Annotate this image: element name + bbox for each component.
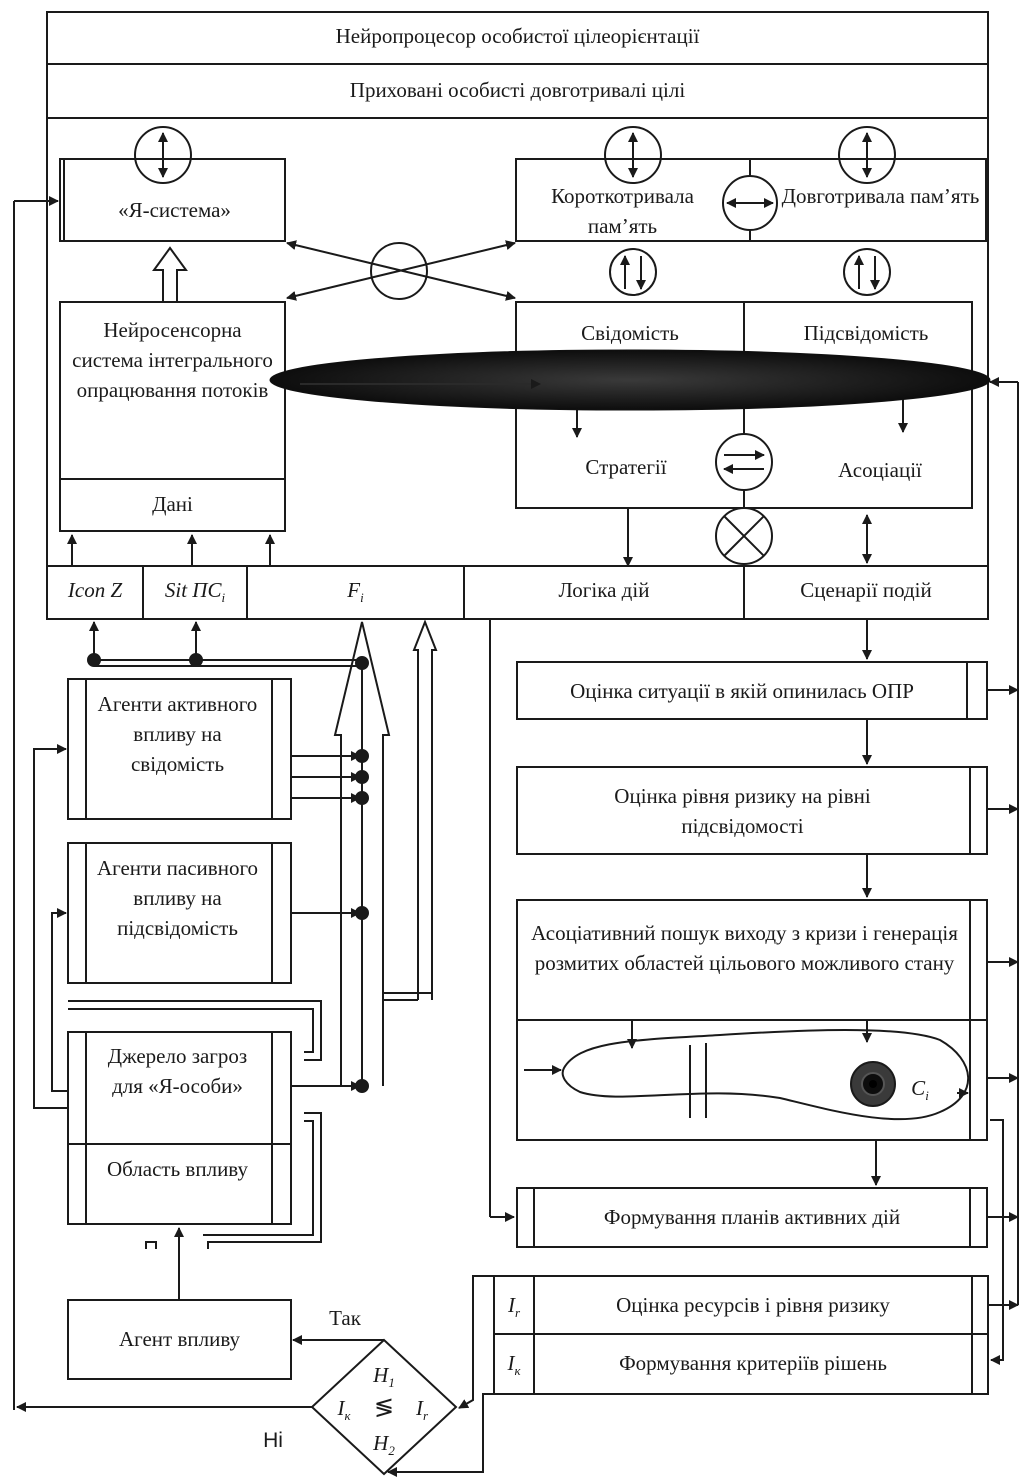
ir-decision-label: Ir xyxy=(415,1396,429,1424)
strategies-label: Стратегії xyxy=(585,455,667,479)
ik-label: Iк xyxy=(507,1351,521,1379)
ir-label: Ir xyxy=(507,1293,521,1321)
ik-decision-label: Iк xyxy=(337,1396,351,1424)
neurosensor-label: Нейросенсорна система інтегрального опра… xyxy=(72,318,273,402)
short-memory-label: Короткотривала пам’ять xyxy=(551,184,694,238)
neuroprocessor-outer xyxy=(46,11,989,620)
updown-circle-icon xyxy=(838,126,896,184)
h2-label: H2 xyxy=(373,1431,395,1459)
icon-z-label: Icon Z xyxy=(67,578,123,602)
criteria-label: Формування критеріїв рішень xyxy=(619,1351,887,1375)
assoc-search-label: Асоціативний пошук виходу з кризи і гене… xyxy=(531,921,958,975)
yes-label: Так xyxy=(329,1306,361,1330)
agents-active-box xyxy=(67,678,292,820)
sit-pc-label: Sit ПСi xyxy=(164,578,226,606)
data-label: Дані xyxy=(152,492,193,516)
fi-label: Fi xyxy=(347,578,364,606)
influence-agent-label: Агент впливу xyxy=(118,1327,241,1351)
ci-label: Ci xyxy=(911,1076,929,1104)
processor-title: Нейропроцесор особистої цілеорієнтації xyxy=(335,24,700,48)
agents-passive-label: Агенти пасивного впливу на підсвідомість xyxy=(96,856,259,940)
target-area-blob xyxy=(561,1029,970,1121)
integration-band xyxy=(269,349,991,411)
neurosensor-box xyxy=(59,301,286,532)
compare-operator: ≶ xyxy=(373,1395,395,1421)
risk-level-label: Оцінка рівня ризику на рівні підсвідомос… xyxy=(614,784,871,838)
updown-split-icon xyxy=(843,248,891,296)
long-memory-label: Довготривала пам’ять xyxy=(781,184,980,208)
threat-source-label: Джерело загроз для «Я-особи» xyxy=(107,1044,248,1098)
updown-circle-icon xyxy=(134,126,192,184)
threat-source-box xyxy=(67,1031,292,1225)
hidden-goals-label: Приховані особисті довготривалі цілі xyxy=(349,78,686,102)
updown-split-icon xyxy=(609,248,657,296)
ya-system-label: «Я-система» xyxy=(118,198,231,222)
resources-label: Оцінка ресурсів і рівня ризику xyxy=(616,1293,890,1317)
neuroprocessor-frame xyxy=(46,11,989,620)
exchange-circle-icon xyxy=(715,433,773,491)
consciousness-label: Свідомість xyxy=(581,321,679,345)
scenarios-label: Сценарії подій xyxy=(800,578,932,602)
h1-label: H1 xyxy=(373,1363,395,1391)
associations-label: Асоціації xyxy=(838,458,922,482)
influence-area-label: Область впливу xyxy=(106,1157,249,1181)
hollow-up-arrow-icon xyxy=(333,621,391,1086)
updown-circle-icon xyxy=(604,126,662,184)
subconscious-label: Підсвідомість xyxy=(803,321,929,345)
decision-diamond xyxy=(310,1338,458,1476)
plans-label: Формування планів активних дій xyxy=(603,1205,901,1229)
agents-active-label: Агенти активного впливу на свідомість xyxy=(97,692,258,776)
no-label: Ні xyxy=(263,1429,283,1452)
logic-label: Логіка дій xyxy=(558,578,650,602)
risk-box xyxy=(516,766,988,855)
hollow-up-arrow-icon xyxy=(152,246,188,303)
situation-label: Оцінка ситуації в якій опинилась ОПР xyxy=(570,679,914,703)
hollow-up-arrow-icon xyxy=(412,619,438,1000)
